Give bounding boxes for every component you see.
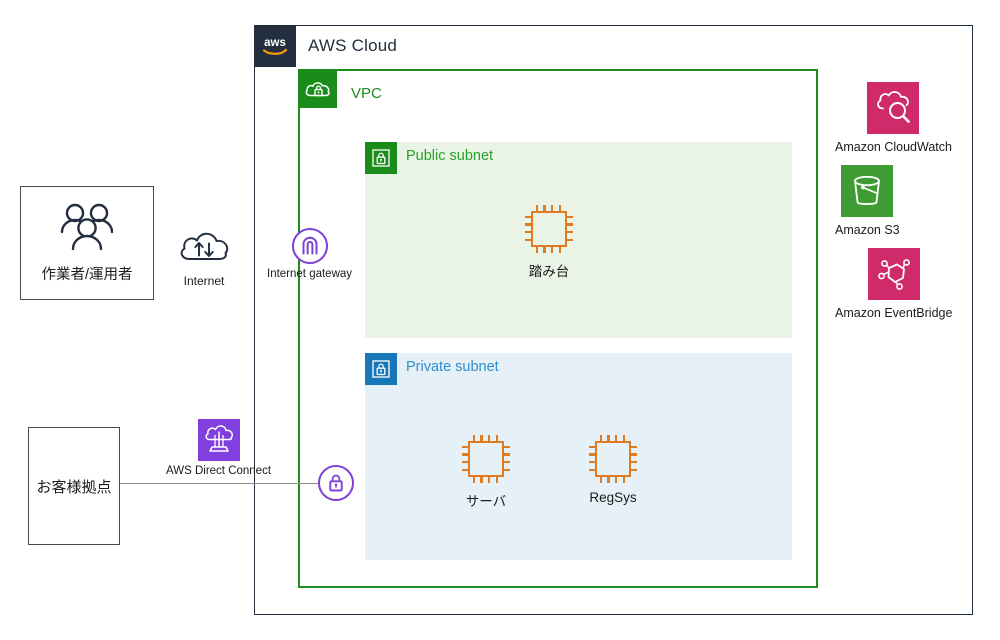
ec2-instance-bastion-label: 踏み台 xyxy=(528,264,570,279)
service-amazon-s3[interactable]: Amazon S3 xyxy=(835,165,900,237)
service-label: Amazon EventBridge xyxy=(835,306,953,320)
aws-direct-connect-icon xyxy=(197,419,240,461)
ec2-instance-server[interactable]: サーバ xyxy=(462,435,510,510)
vpc-cloud-lock-icon xyxy=(298,69,337,108)
amazon-eventbridge-icon xyxy=(867,248,920,300)
service-amazon-eventbridge[interactable]: Amazon EventBridge xyxy=(835,248,952,320)
users-box-label: 作業者/運用者 xyxy=(41,267,133,283)
users-box[interactable]: 作業者/運用者 xyxy=(20,186,154,300)
ec2-instance-bastion[interactable]: 踏み台 xyxy=(525,205,573,280)
public-subnet-lock-icon xyxy=(365,142,397,174)
ec2-instance-regsys-label: RegSys xyxy=(589,490,637,505)
internet-gateway-icon xyxy=(291,228,328,264)
ec2-instance-icon xyxy=(525,205,573,253)
amazon-cloudwatch-icon xyxy=(867,82,920,134)
ec2-instance-icon xyxy=(462,435,510,483)
private-subnet-lock-icon xyxy=(365,353,397,385)
service-label: Amazon CloudWatch xyxy=(835,140,952,154)
on-premises-label: お客様拠点 xyxy=(36,478,112,496)
ec2-instance-server-label: サーバ xyxy=(465,494,507,509)
aws-direct-connect-node[interactable]: AWS Direct Connect xyxy=(166,419,271,477)
virtual-private-gateway-icon[interactable] xyxy=(318,465,354,501)
aws-direct-connect-label: AWS Direct Connect xyxy=(166,465,272,477)
users-group-icon xyxy=(56,202,118,257)
internet-gateway-node[interactable]: Internet gateway xyxy=(267,228,352,280)
internet-gateway-label: Internet gateway xyxy=(267,268,353,280)
internet-label: Internet xyxy=(183,274,225,288)
vpc-label: VPC xyxy=(351,85,382,102)
service-amazon-cloudwatch[interactable]: Amazon CloudWatch xyxy=(835,82,952,154)
service-label: Amazon S3 xyxy=(835,223,900,237)
aws-cloud-label: AWS Cloud xyxy=(308,36,398,55)
connector-onprem-to-vpn-gateway xyxy=(120,483,318,485)
ec2-instance-icon xyxy=(589,435,637,483)
public-subnet-label: Public subnet xyxy=(406,148,494,164)
svg-text:aws: aws xyxy=(264,37,286,49)
public-subnet-area xyxy=(365,142,792,338)
private-subnet-label: Private subnet xyxy=(406,359,499,375)
internet-cloud-icon xyxy=(177,228,231,271)
private-subnet-area xyxy=(365,353,792,560)
aws-logo-icon: aws xyxy=(254,25,296,67)
amazon-s3-icon xyxy=(841,165,894,217)
ec2-instance-regsys[interactable]: RegSys xyxy=(589,435,637,505)
internet-node: Internet xyxy=(177,228,231,288)
on-premises-box[interactable]: お客様拠点 xyxy=(28,427,120,545)
